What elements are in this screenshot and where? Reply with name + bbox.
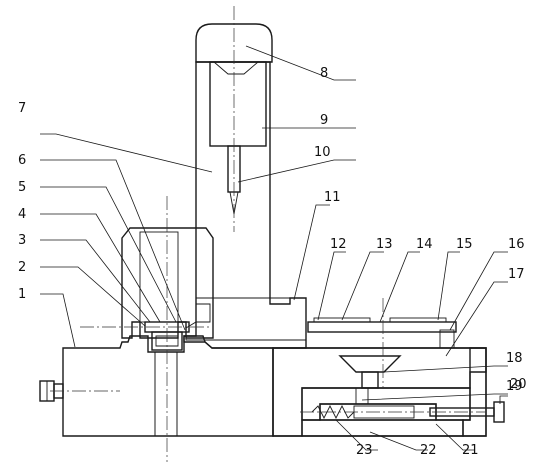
label-22: 22 — [420, 443, 437, 458]
label-19: 19 — [506, 379, 523, 394]
label-8: 8 — [320, 66, 328, 81]
label-6: 6 — [18, 153, 26, 168]
label-23: 23 — [356, 443, 373, 458]
label-16: 16 — [508, 237, 525, 252]
label-20: 20 — [510, 377, 527, 392]
wedge-block — [338, 355, 402, 405]
leader-lines — [40, 45, 508, 451]
label-1: 1 — [18, 287, 26, 302]
label-12: 12 — [330, 237, 347, 252]
part-labels: 1 2 3 4 5 6 7 8 9 10 11 12 13 14 15 16 1… — [18, 66, 527, 458]
worktable — [307, 317, 457, 349]
label-21: 21 — [462, 443, 479, 458]
label-7: 7 — [18, 101, 26, 116]
label-3: 3 — [18, 233, 26, 248]
right-housing — [272, 347, 487, 437]
label-11: 11 — [324, 190, 341, 205]
label-18: 18 — [506, 351, 523, 366]
label-4: 4 — [18, 207, 26, 222]
label-2: 2 — [18, 260, 26, 275]
base-block — [62, 335, 274, 437]
label-13: 13 — [376, 237, 393, 252]
label-14: 14 — [416, 237, 433, 252]
label-5: 5 — [18, 180, 26, 195]
centerlines — [50, 6, 486, 462]
label-15: 15 — [456, 237, 473, 252]
label-9: 9 — [320, 113, 328, 128]
frame-column — [183, 61, 307, 349]
label-10: 10 — [314, 145, 331, 160]
label-17: 17 — [508, 267, 525, 282]
